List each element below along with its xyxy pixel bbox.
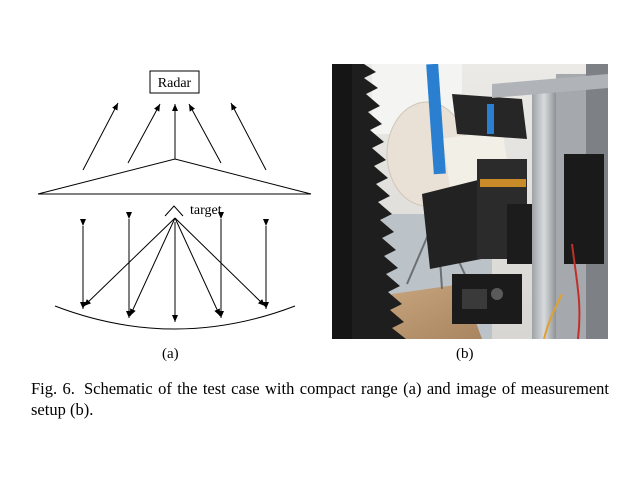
panel-a-label: (a)	[162, 346, 179, 362]
radar-label: Radar	[158, 76, 192, 91]
up-ray	[82, 102, 119, 171]
vertical-rays	[80, 212, 269, 322]
reflector-triangle	[37, 158, 312, 195]
figure-caption: Fig. 6.Schematic of the test case with c…	[31, 378, 609, 420]
fan-rays	[83, 217, 266, 317]
figure-number: Fig. 6.	[31, 379, 75, 398]
target-marker	[164, 205, 184, 217]
caption-text: Schematic of the test case with compact …	[31, 379, 609, 419]
radar-box: Radar	[149, 70, 200, 94]
fan-ray	[83, 217, 176, 307]
fan-ray	[129, 217, 176, 317]
fan-ray	[174, 217, 266, 307]
up-ray	[230, 102, 267, 171]
up-ray	[127, 103, 161, 164]
compact-range-schematic: Radar target	[37, 70, 312, 330]
up-ray	[188, 103, 222, 164]
reflector-arc	[54, 305, 296, 330]
upward-rays	[82, 102, 267, 171]
fan-ray	[174, 217, 221, 317]
panel-b-label: (b)	[456, 346, 474, 362]
measurement-setup-photo	[332, 64, 608, 339]
target-label: target	[190, 203, 222, 218]
